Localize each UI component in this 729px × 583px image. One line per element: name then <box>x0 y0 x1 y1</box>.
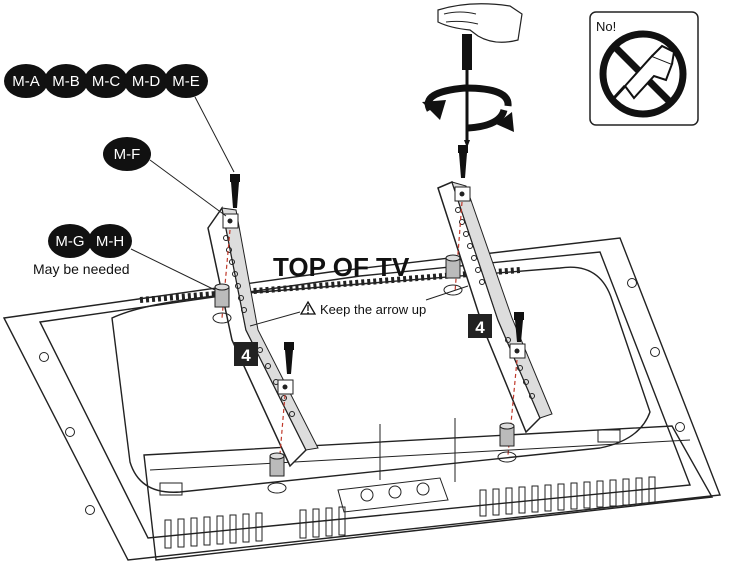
vent-slots-left <box>164 506 346 549</box>
keep-arrow-label: Keep the arrow up <box>320 302 426 317</box>
no-power-drill-icon <box>599 30 687 118</box>
screw-left-bottom <box>284 342 294 374</box>
spacer-left-top <box>212 283 232 324</box>
no-power-drill-panel: No! <box>589 11 699 126</box>
tv-back <box>2 237 721 561</box>
step-number-left: 4 <box>241 346 251 365</box>
top-of-tv-label: TOP OF TV <box>273 252 410 282</box>
leader-mg-mh <box>130 248 216 291</box>
spacer-left-bottom <box>267 452 287 494</box>
screw-left-top <box>230 174 240 208</box>
part-ma: M-A <box>12 73 40 90</box>
step-number-right: 4 <box>475 318 485 337</box>
av-connectors <box>337 477 449 513</box>
vent-slots-right <box>479 476 656 517</box>
screwdriver-icon <box>437 3 523 148</box>
rotate-arrow-icon <box>422 84 514 132</box>
part-mh: M-H <box>96 233 124 250</box>
leader-mf <box>149 159 227 217</box>
part-mf: M-F <box>114 146 141 163</box>
step-box-left: 4 <box>234 342 258 366</box>
right-bracket <box>437 145 553 463</box>
keep-arrow-note: Keep the arrow up <box>299 300 426 317</box>
screw-right-bottom <box>514 312 524 342</box>
screw-right-top <box>458 145 468 178</box>
part-me: M-E <box>172 73 200 90</box>
leader-arrow-right <box>425 285 469 301</box>
part-md: M-D <box>132 73 160 90</box>
part-mf-callout: M-F <box>103 137 151 171</box>
step-box-right: 4 <box>468 314 492 338</box>
part-mb: M-B <box>52 73 80 90</box>
parts-ma-me: M-A M-B M-C M-D M-E <box>4 64 208 98</box>
part-mg-mh-callout: M-G M-H May be needed <box>33 224 132 277</box>
spacer-right-top <box>443 254 463 296</box>
left-bracket <box>207 174 319 494</box>
part-mc: M-C <box>92 73 120 90</box>
leader-arrow-left <box>249 311 301 327</box>
spacer-right-bottom <box>497 422 517 463</box>
leader-ma-me <box>194 96 235 173</box>
warning-triangle-icon <box>299 300 317 315</box>
part-mg: M-G <box>55 233 84 250</box>
may-be-needed-label: May be needed <box>33 261 130 277</box>
no-label: No! <box>596 19 616 34</box>
